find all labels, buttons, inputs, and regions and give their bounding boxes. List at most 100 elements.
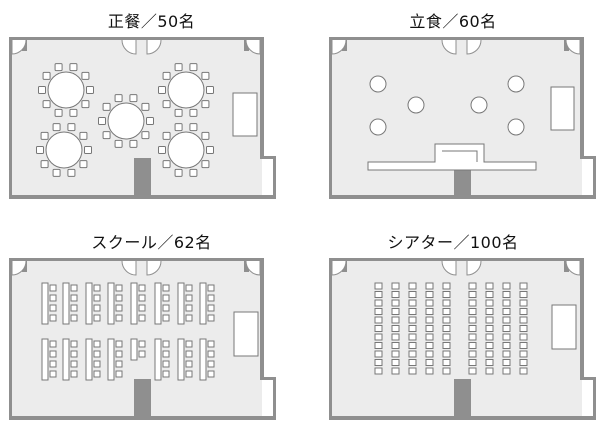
school-chair	[49, 304, 57, 312]
school-desk	[154, 338, 162, 381]
wall-right-upper	[260, 258, 264, 380]
school-chair	[185, 350, 193, 358]
theater-seat	[408, 333, 417, 341]
wall-right-lower	[273, 159, 276, 199]
wall-step	[580, 377, 596, 380]
theater-seat	[519, 342, 528, 349]
round-table	[36, 123, 92, 177]
school-chair	[93, 314, 101, 322]
chair	[114, 139, 123, 148]
school-chair	[185, 284, 193, 292]
chair	[54, 108, 63, 117]
school-chair	[138, 294, 146, 302]
chair	[174, 168, 183, 177]
chair	[158, 146, 166, 154]
theater-seat	[408, 325, 417, 332]
school-chair	[207, 350, 215, 358]
school-chair	[207, 360, 215, 368]
chair	[52, 123, 61, 132]
theater-seat	[374, 282, 383, 290]
door-swing-3	[565, 39, 581, 55]
school-chair	[49, 370, 57, 378]
chair	[189, 168, 198, 177]
chair	[67, 123, 76, 132]
theater-seat	[519, 333, 528, 341]
school-chair	[49, 340, 57, 348]
school-chair	[162, 370, 170, 378]
school-chair	[185, 314, 193, 322]
theater-seat	[519, 299, 528, 307]
theater-seat	[442, 342, 451, 349]
title-theater: シアター／100名	[387, 233, 519, 252]
theater-seat	[502, 316, 511, 324]
side-table	[232, 92, 258, 137]
door-swing-0	[331, 260, 347, 276]
theater-seat	[485, 359, 494, 366]
theater-seat	[391, 359, 400, 366]
theater-seat	[391, 333, 400, 341]
chair	[189, 108, 198, 117]
table-top	[107, 102, 145, 140]
theater-seat	[442, 316, 451, 324]
theater-seat	[485, 333, 494, 341]
chair	[129, 139, 138, 148]
standing-table	[507, 118, 525, 136]
chair	[162, 71, 171, 80]
side-table	[233, 311, 259, 357]
school-chair	[115, 284, 123, 292]
school-chair	[185, 304, 193, 312]
school-chair	[70, 350, 78, 358]
school-chair	[115, 340, 123, 348]
theater-seat	[468, 299, 477, 307]
chair	[162, 100, 171, 109]
chair	[162, 160, 171, 169]
school-chair	[207, 340, 215, 348]
theater-seat	[519, 367, 528, 375]
theater-seat	[442, 359, 451, 366]
school-chair	[138, 340, 146, 348]
theater-seat	[442, 282, 451, 290]
theater-seat	[374, 316, 383, 324]
chair	[84, 146, 92, 154]
chair	[86, 86, 94, 94]
room-theater	[329, 258, 596, 420]
theater-seat	[425, 333, 434, 341]
theater-seat	[468, 291, 477, 298]
theater-seat	[502, 342, 511, 349]
school-chair	[207, 370, 215, 378]
chair	[162, 131, 171, 140]
school-desk	[130, 338, 138, 361]
round-table	[158, 123, 214, 177]
theater-seat	[408, 359, 417, 366]
theater-seat	[468, 308, 477, 315]
chair	[42, 100, 51, 109]
theater-seat	[408, 282, 417, 290]
theater-seat	[391, 350, 400, 358]
theater-seat	[408, 367, 417, 375]
wall-right-upper	[580, 258, 584, 380]
theater-seat	[391, 308, 400, 315]
theater-seat	[442, 367, 451, 375]
school-chair	[115, 304, 123, 312]
door-swing-1	[441, 39, 457, 55]
theater-seat	[391, 282, 400, 290]
standing-table	[369, 118, 387, 136]
table-top	[45, 131, 83, 169]
theater-seat	[408, 291, 417, 298]
theater-seat	[519, 308, 528, 315]
theater-seat	[374, 342, 383, 349]
theater-seat	[425, 325, 434, 332]
school-chair	[162, 314, 170, 322]
door-swing-0	[331, 39, 347, 55]
school-chair	[93, 360, 101, 368]
theater-seat	[485, 291, 494, 298]
theater-seat	[374, 308, 383, 315]
theater-seat	[391, 342, 400, 349]
theater-seat	[374, 367, 383, 375]
theater-seat	[502, 282, 511, 290]
round-table	[158, 63, 214, 117]
room-standing	[329, 37, 596, 199]
theater-seat	[408, 299, 417, 307]
school-chair	[162, 284, 170, 292]
school-chair	[185, 370, 193, 378]
